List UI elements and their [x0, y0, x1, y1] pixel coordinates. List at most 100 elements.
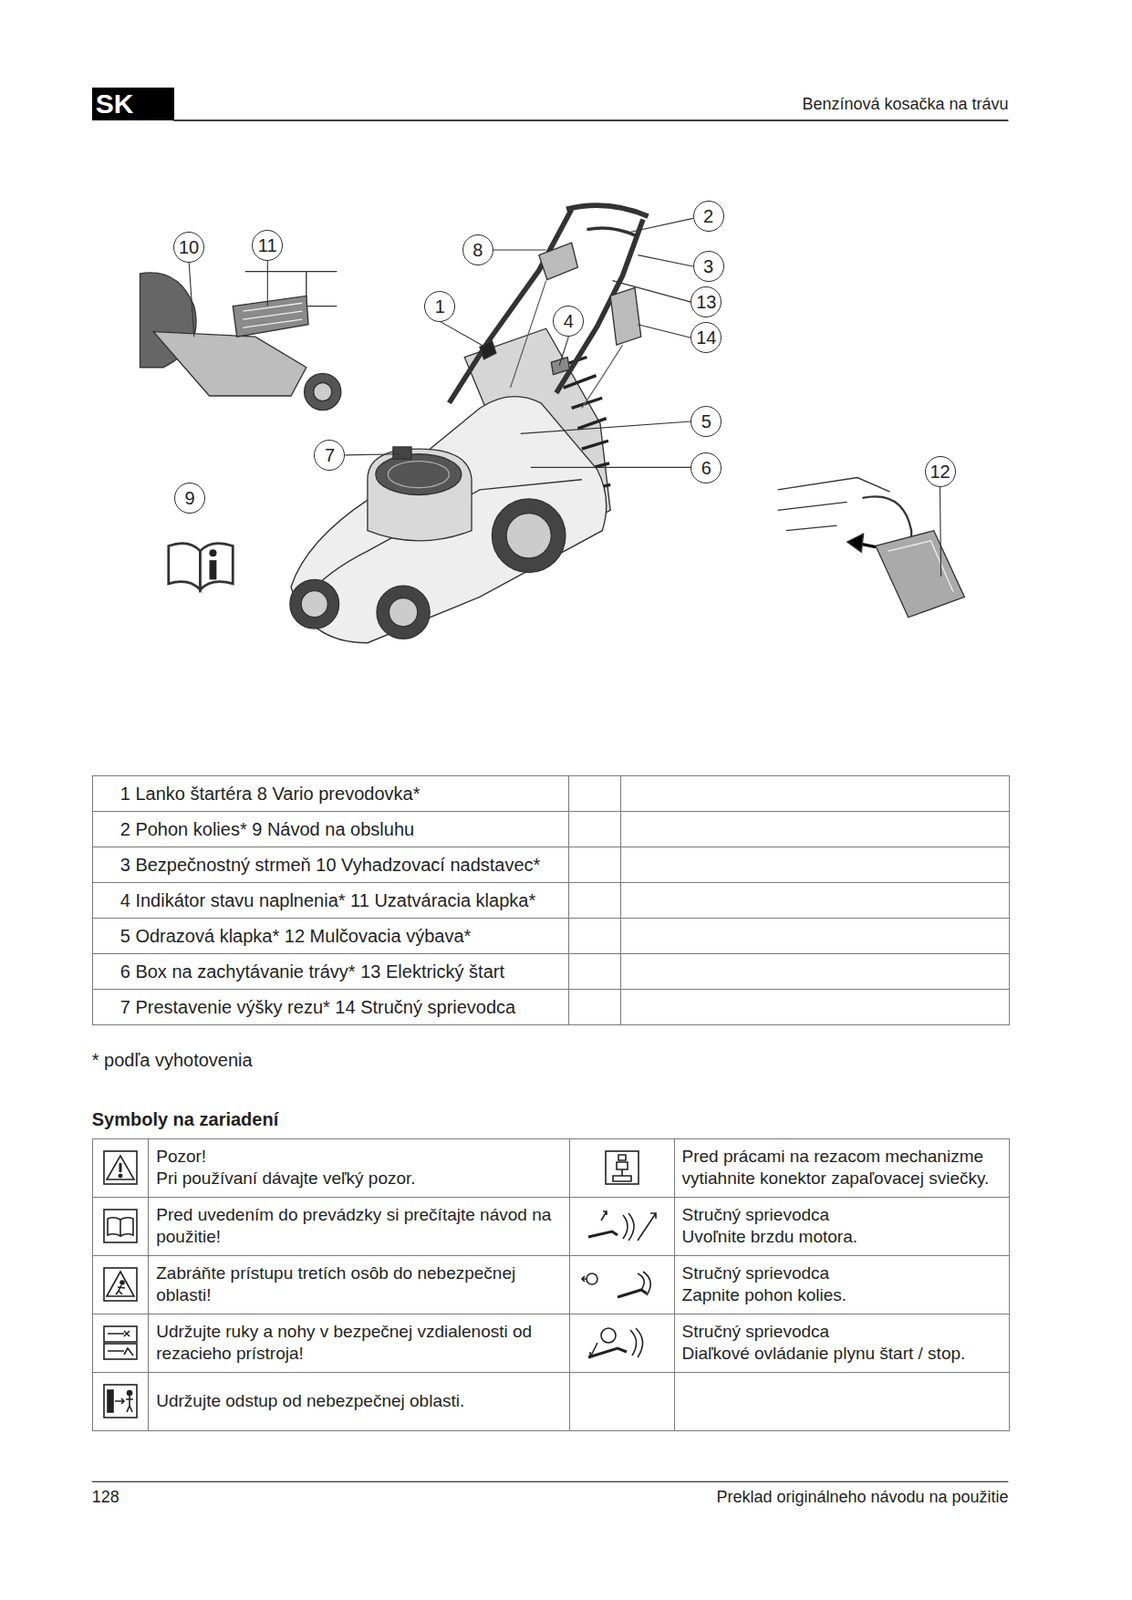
line-art [448, 208, 572, 404]
line-art [588, 1231, 618, 1237]
inset-discharge [139, 267, 341, 411]
line-art [103, 1326, 137, 1360]
table-cell [570, 1138, 675, 1197]
line-art [387, 461, 449, 489]
line-art [887, 540, 954, 592]
symbol-icon [603, 1149, 641, 1186]
callout-text: 1 [435, 297, 446, 316]
line-art [103, 1151, 137, 1184]
table-cell: 1 Lanko štartéra 8 Vario prevodovka* [92, 776, 570, 812]
table-row: 7 Prestavenie výšky rezu* 14 Stručný spr… [92, 989, 1009, 1026]
table-cell [621, 847, 1009, 883]
callout-number: 4 [552, 305, 584, 337]
symbol-text: Diaľkové ovládanie plynu štart / stop. [682, 1342, 1002, 1366]
line-art [623, 1213, 634, 1241]
table-cell: Zabráňte prístupu tretích osôb do nebezp… [148, 1255, 571, 1314]
leader-lines [188, 218, 941, 577]
line-art [539, 242, 579, 280]
table-cell [569, 776, 622, 812]
line-art [153, 332, 307, 396]
line-art [630, 1328, 644, 1358]
line-art [605, 1151, 639, 1184]
callout-text: 7 [324, 446, 335, 465]
rule-lines [92, 120, 1009, 1482]
table-cell: Stručný sprievodcaZapnite pohon kolies. [674, 1255, 1009, 1314]
parts-table: 1 Lanko štartéra 8 Vario prevodovka*2 Po… [92, 775, 1010, 1026]
callout-number: 13 [690, 286, 722, 318]
symbol-text: Pri používaní dávajte veľký pozor. [155, 1167, 562, 1191]
table-cell [92, 1313, 149, 1372]
table-cell [569, 989, 622, 1026]
table-cell: Udržujte ruky a nohy v bezpečnej vzdiale… [148, 1313, 571, 1372]
line-art [344, 454, 400, 456]
part-entry: 6 Box na zachytávanie trávy* 13 Elektric… [120, 961, 505, 982]
callout-number: 14 [690, 321, 722, 354]
table-cell [569, 811, 622, 848]
line-art [637, 1213, 656, 1241]
table-row: 1 Lanko štartéra 8 Vario prevodovka* [92, 776, 1009, 812]
table-cell: 3 Bezpečnostný strmeň 10 Vyhadzovací nad… [92, 847, 570, 883]
table-row: 5 Odrazová klapka* 12 Mulčovacia výbava* [92, 918, 1009, 955]
callout-number: 9 [174, 482, 206, 514]
callout-number: 1 [424, 290, 456, 322]
line-art [173, 119, 1008, 122]
line-art [588, 1211, 656, 1241]
table-row: Udržujte ruky a nohy v bezpečnej vzdiale… [92, 1313, 1009, 1372]
table-cell: Pred prácami na rezacom mechanizme vytia… [674, 1138, 1009, 1197]
line-art [550, 357, 570, 375]
footnote: * podľa vyhotovenia [92, 1049, 253, 1071]
callout-text: 6 [701, 458, 712, 478]
callout-text: 3 [703, 257, 714, 276]
line-art [92, 1481, 1009, 1483]
line-art [103, 1343, 137, 1360]
table-cell: Udržujte odstup od nebezpečnej oblasti. [148, 1371, 571, 1431]
line-art [847, 533, 864, 552]
line-art [617, 1289, 647, 1298]
table-cell: Stručný sprievodcaUvoľnite brzdu motora. [674, 1196, 1009, 1256]
callout-number: 3 [693, 250, 725, 282]
symbol-text: Zabráňte prístupu tretích osôb do nebezp… [155, 1262, 562, 1308]
symbol-icon [102, 1266, 139, 1303]
line-art [375, 454, 462, 496]
line-art [601, 1211, 607, 1221]
table-row: Zabráňte prístupu tretích osôb do nebezp… [92, 1255, 1009, 1314]
table-row: Pred uvedením do prevádzky si prečítajte… [92, 1196, 1009, 1256]
manual-icon [168, 543, 233, 591]
line-art [393, 446, 412, 459]
line-art [627, 218, 694, 233]
symbol-icon [102, 1324, 139, 1361]
symbol-text: Pozor! [155, 1145, 562, 1169]
table-cell [621, 882, 1009, 919]
line-art [581, 1271, 651, 1298]
line-art [115, 1285, 125, 1295]
line-art [301, 591, 328, 618]
symbol-icon [581, 1207, 664, 1245]
line-art [520, 421, 692, 434]
line-art [120, 1280, 125, 1285]
line-art [103, 1267, 137, 1301]
line-art [569, 776, 622, 1026]
part-entry: 5 Odrazová klapka* 12 Mulčovacia výbava* [120, 925, 472, 946]
callout-number: 7 [313, 439, 345, 471]
table-row: Pozor!Pri používaní dávajte veľký pozor.… [92, 1138, 1009, 1197]
callout-number: 8 [462, 234, 494, 266]
table-cell [92, 1371, 149, 1431]
line-art [304, 373, 342, 410]
line-art [106, 1155, 135, 1180]
table-cell [621, 954, 1009, 990]
line-art [290, 579, 340, 629]
symbol-text: Pred uvedením do prevádzky si prečítajte… [155, 1204, 562, 1249]
line-art [242, 302, 302, 328]
line-art [439, 321, 485, 347]
line-art [103, 1384, 137, 1418]
line-art [479, 341, 497, 360]
section-heading: Symboly na zariadení [92, 1109, 280, 1131]
page-title: Benzínová kosačka na trávu [801, 94, 1008, 115]
callout-text: 10 [178, 238, 199, 257]
line-art [107, 1348, 134, 1356]
page-number: 128 [92, 1487, 120, 1507]
callout-number: 6 [690, 452, 722, 484]
table-cell [570, 1255, 675, 1314]
line-art [209, 560, 218, 580]
callout-text: 14 [695, 328, 717, 347]
